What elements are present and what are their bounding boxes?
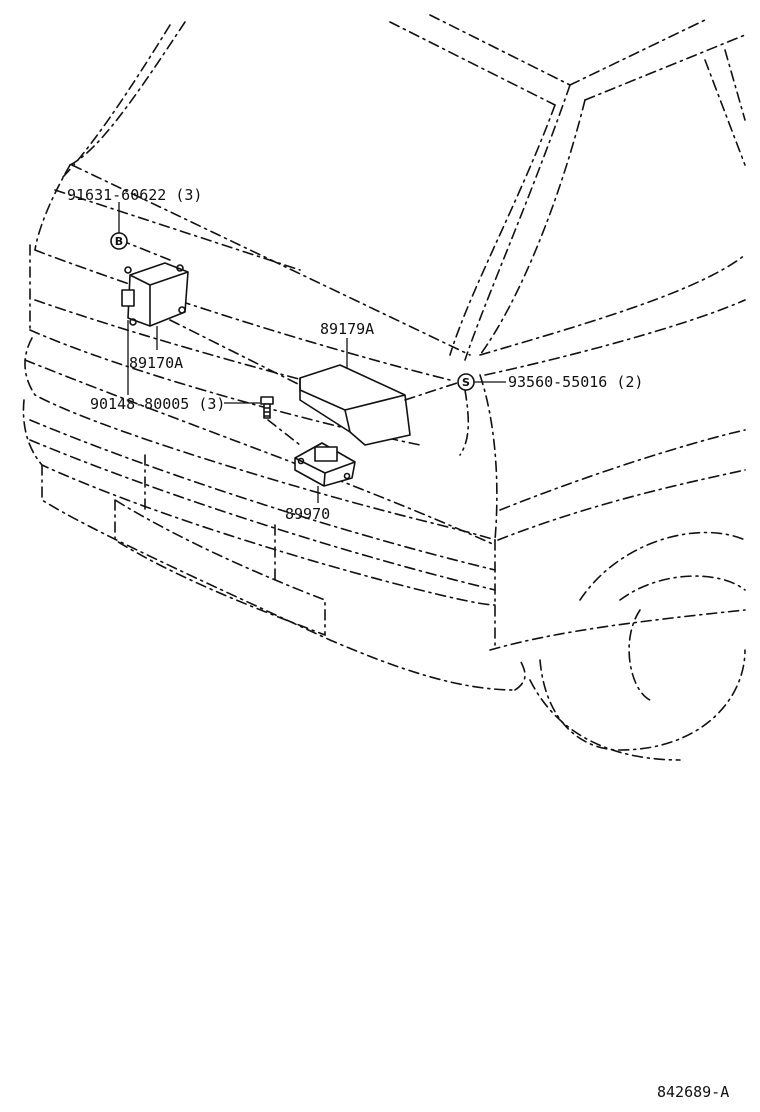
- nut-symbol-icon: S: [457, 373, 475, 391]
- bolt-icon: [260, 396, 274, 419]
- clip-symbol-icon: B: [110, 232, 128, 250]
- label-nut-part-number: 93560-55016 (2): [508, 373, 643, 391]
- leader-lines: [118, 202, 506, 503]
- label-cover: 89179A: [320, 320, 374, 338]
- cover-89179a: [299, 364, 411, 446]
- sensor-89970: [294, 442, 356, 487]
- label-sensor: 89970: [285, 505, 330, 523]
- label-sensor-assembly: 89170A: [129, 354, 183, 372]
- nut-symbol-letter: S: [462, 376, 470, 389]
- figure-code: 842689-A: [657, 1083, 729, 1101]
- clip-symbol-letter: B: [115, 235, 123, 248]
- sensor-assembly-89170a: [121, 262, 189, 327]
- label-clip-part-number: 91631-60622 (3): [67, 186, 202, 204]
- installation-guides: [119, 239, 461, 446]
- label-bolt-part-number: 90148-80005 (3): [90, 395, 225, 413]
